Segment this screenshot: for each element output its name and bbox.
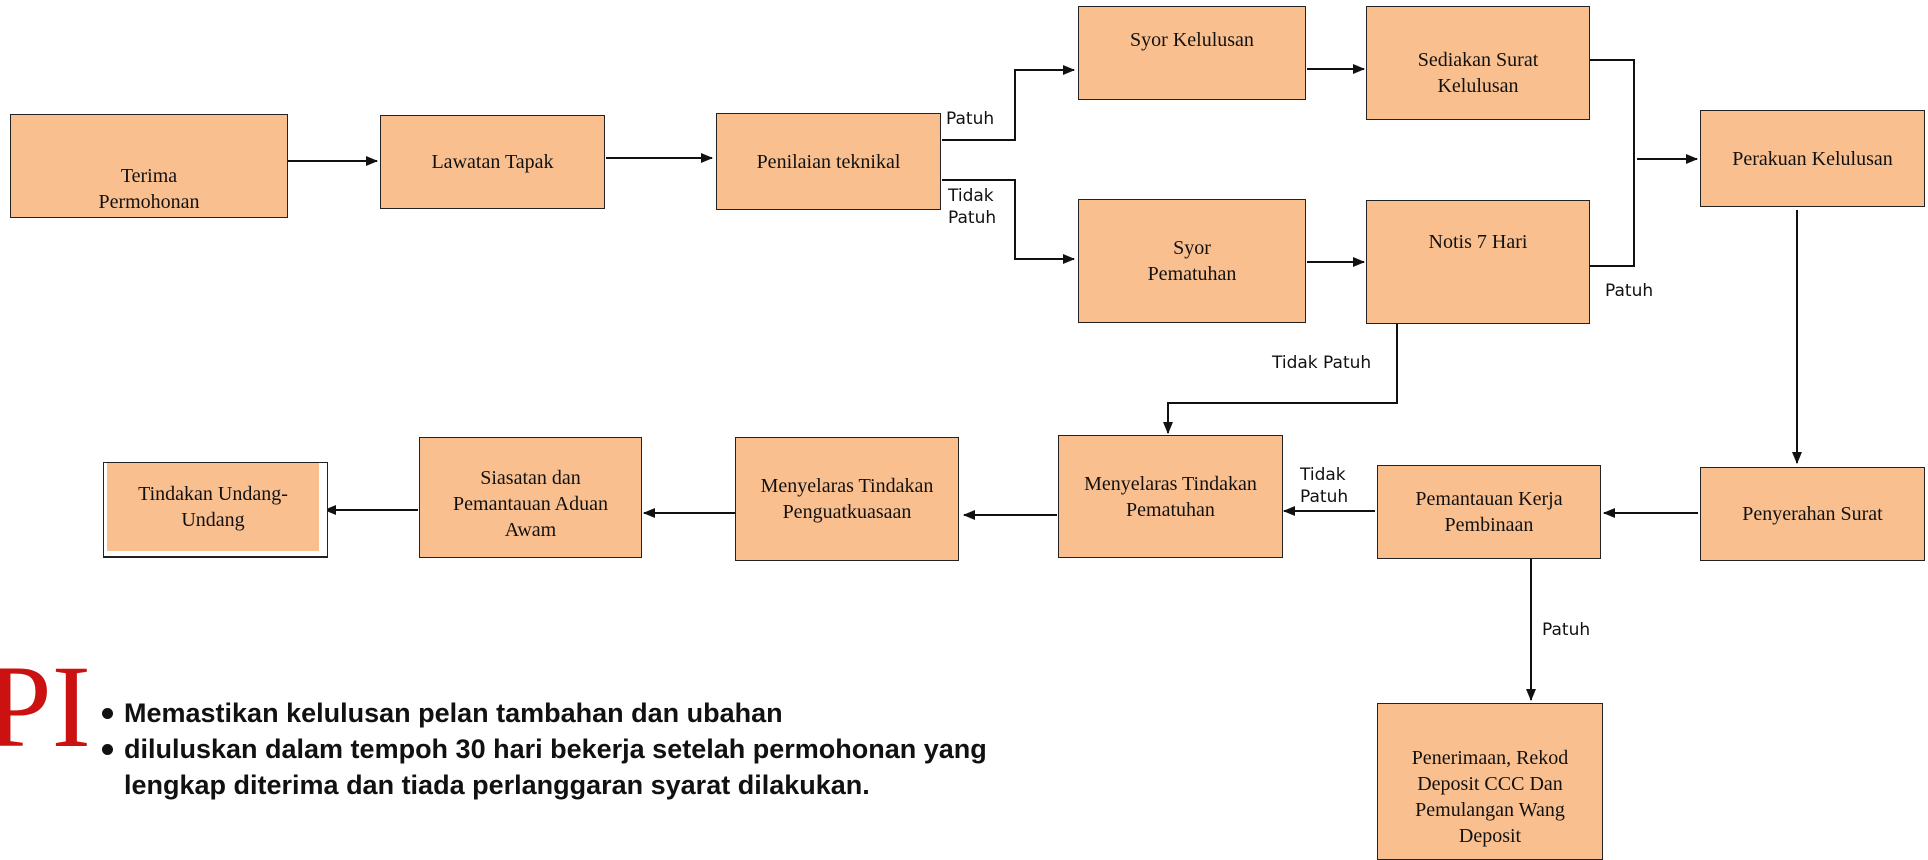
label-patuh-2: Patuh (1605, 281, 1654, 301)
box-syor-pematuhan: Syor Pematuhan (1078, 199, 1306, 323)
bullet-item-1: Memastikan kelulusan pelan tambahan dan … (102, 695, 1062, 731)
bullet-dot-icon (102, 744, 113, 755)
box-menyelaras-pematuhan: Menyelaras Tindakan Pematuhan (1058, 435, 1283, 558)
arrow-penilaian-syorkelulusan (942, 65, 1075, 141)
box-pemantauan-kerja: Pemantauan Kerja Pembinaan (1377, 465, 1601, 559)
line-sediakan-bracket (1590, 59, 1635, 267)
arrow-notis-menyelaraspematuhan (1163, 324, 1398, 434)
box-tindakan-undang: Tindakan Undang- Undang (107, 463, 319, 551)
bullet-dot-icon (102, 708, 113, 719)
box-perakuan-kelulusan: Perakuan Kelulusan (1700, 110, 1925, 207)
pi-logo: PI (0, 641, 91, 772)
box-notis-7-hari: Notis 7 Hari (1366, 200, 1590, 324)
bullet-text-1: Memastikan kelulusan pelan tambahan dan … (124, 698, 783, 728)
label-tidak-patuh-1: Tidak Patuh (948, 186, 997, 228)
box-penerimaan: Penerimaan, Rekod Deposit CCC Dan Pemula… (1377, 703, 1603, 860)
box-menyelaras-penguatkuasaan: Menyelaras Tindakan Penguatkuasaan (735, 437, 959, 561)
label-patuh-3: Patuh (1542, 620, 1591, 640)
box-penyerahan-surat: Penyerahan Surat (1700, 467, 1925, 561)
box-syor-kelulusan: Syor Kelulusan (1078, 6, 1306, 100)
box-penilaian-teknikal: Penilaian teknikal (716, 113, 941, 210)
label-tidak-patuh-3: Tidak Patuh (1300, 465, 1349, 507)
box-sediakan-surat: Sediakan Surat Kelulusan (1366, 6, 1590, 120)
box-terima-permohonan: Terima Permohonan (10, 114, 288, 218)
label-tidak-patuh-2: Tidak Patuh (1272, 353, 1372, 373)
label-patuh-1: Patuh (946, 109, 995, 129)
objective-bullets: Memastikan kelulusan pelan tambahan dan … (102, 695, 1062, 803)
bullet-text-2: diluluskan dalam tempoh 30 hari bekerja … (124, 734, 987, 800)
box-lawatan-tapak: Lawatan Tapak (380, 115, 605, 209)
arrow-penilaian-syorpematuhan (942, 179, 1075, 264)
box-siasatan: Siasatan dan Pemantauan Aduan Awam (419, 437, 642, 558)
bullet-item-2: diluluskan dalam tempoh 30 hari bekerja … (102, 731, 1062, 803)
